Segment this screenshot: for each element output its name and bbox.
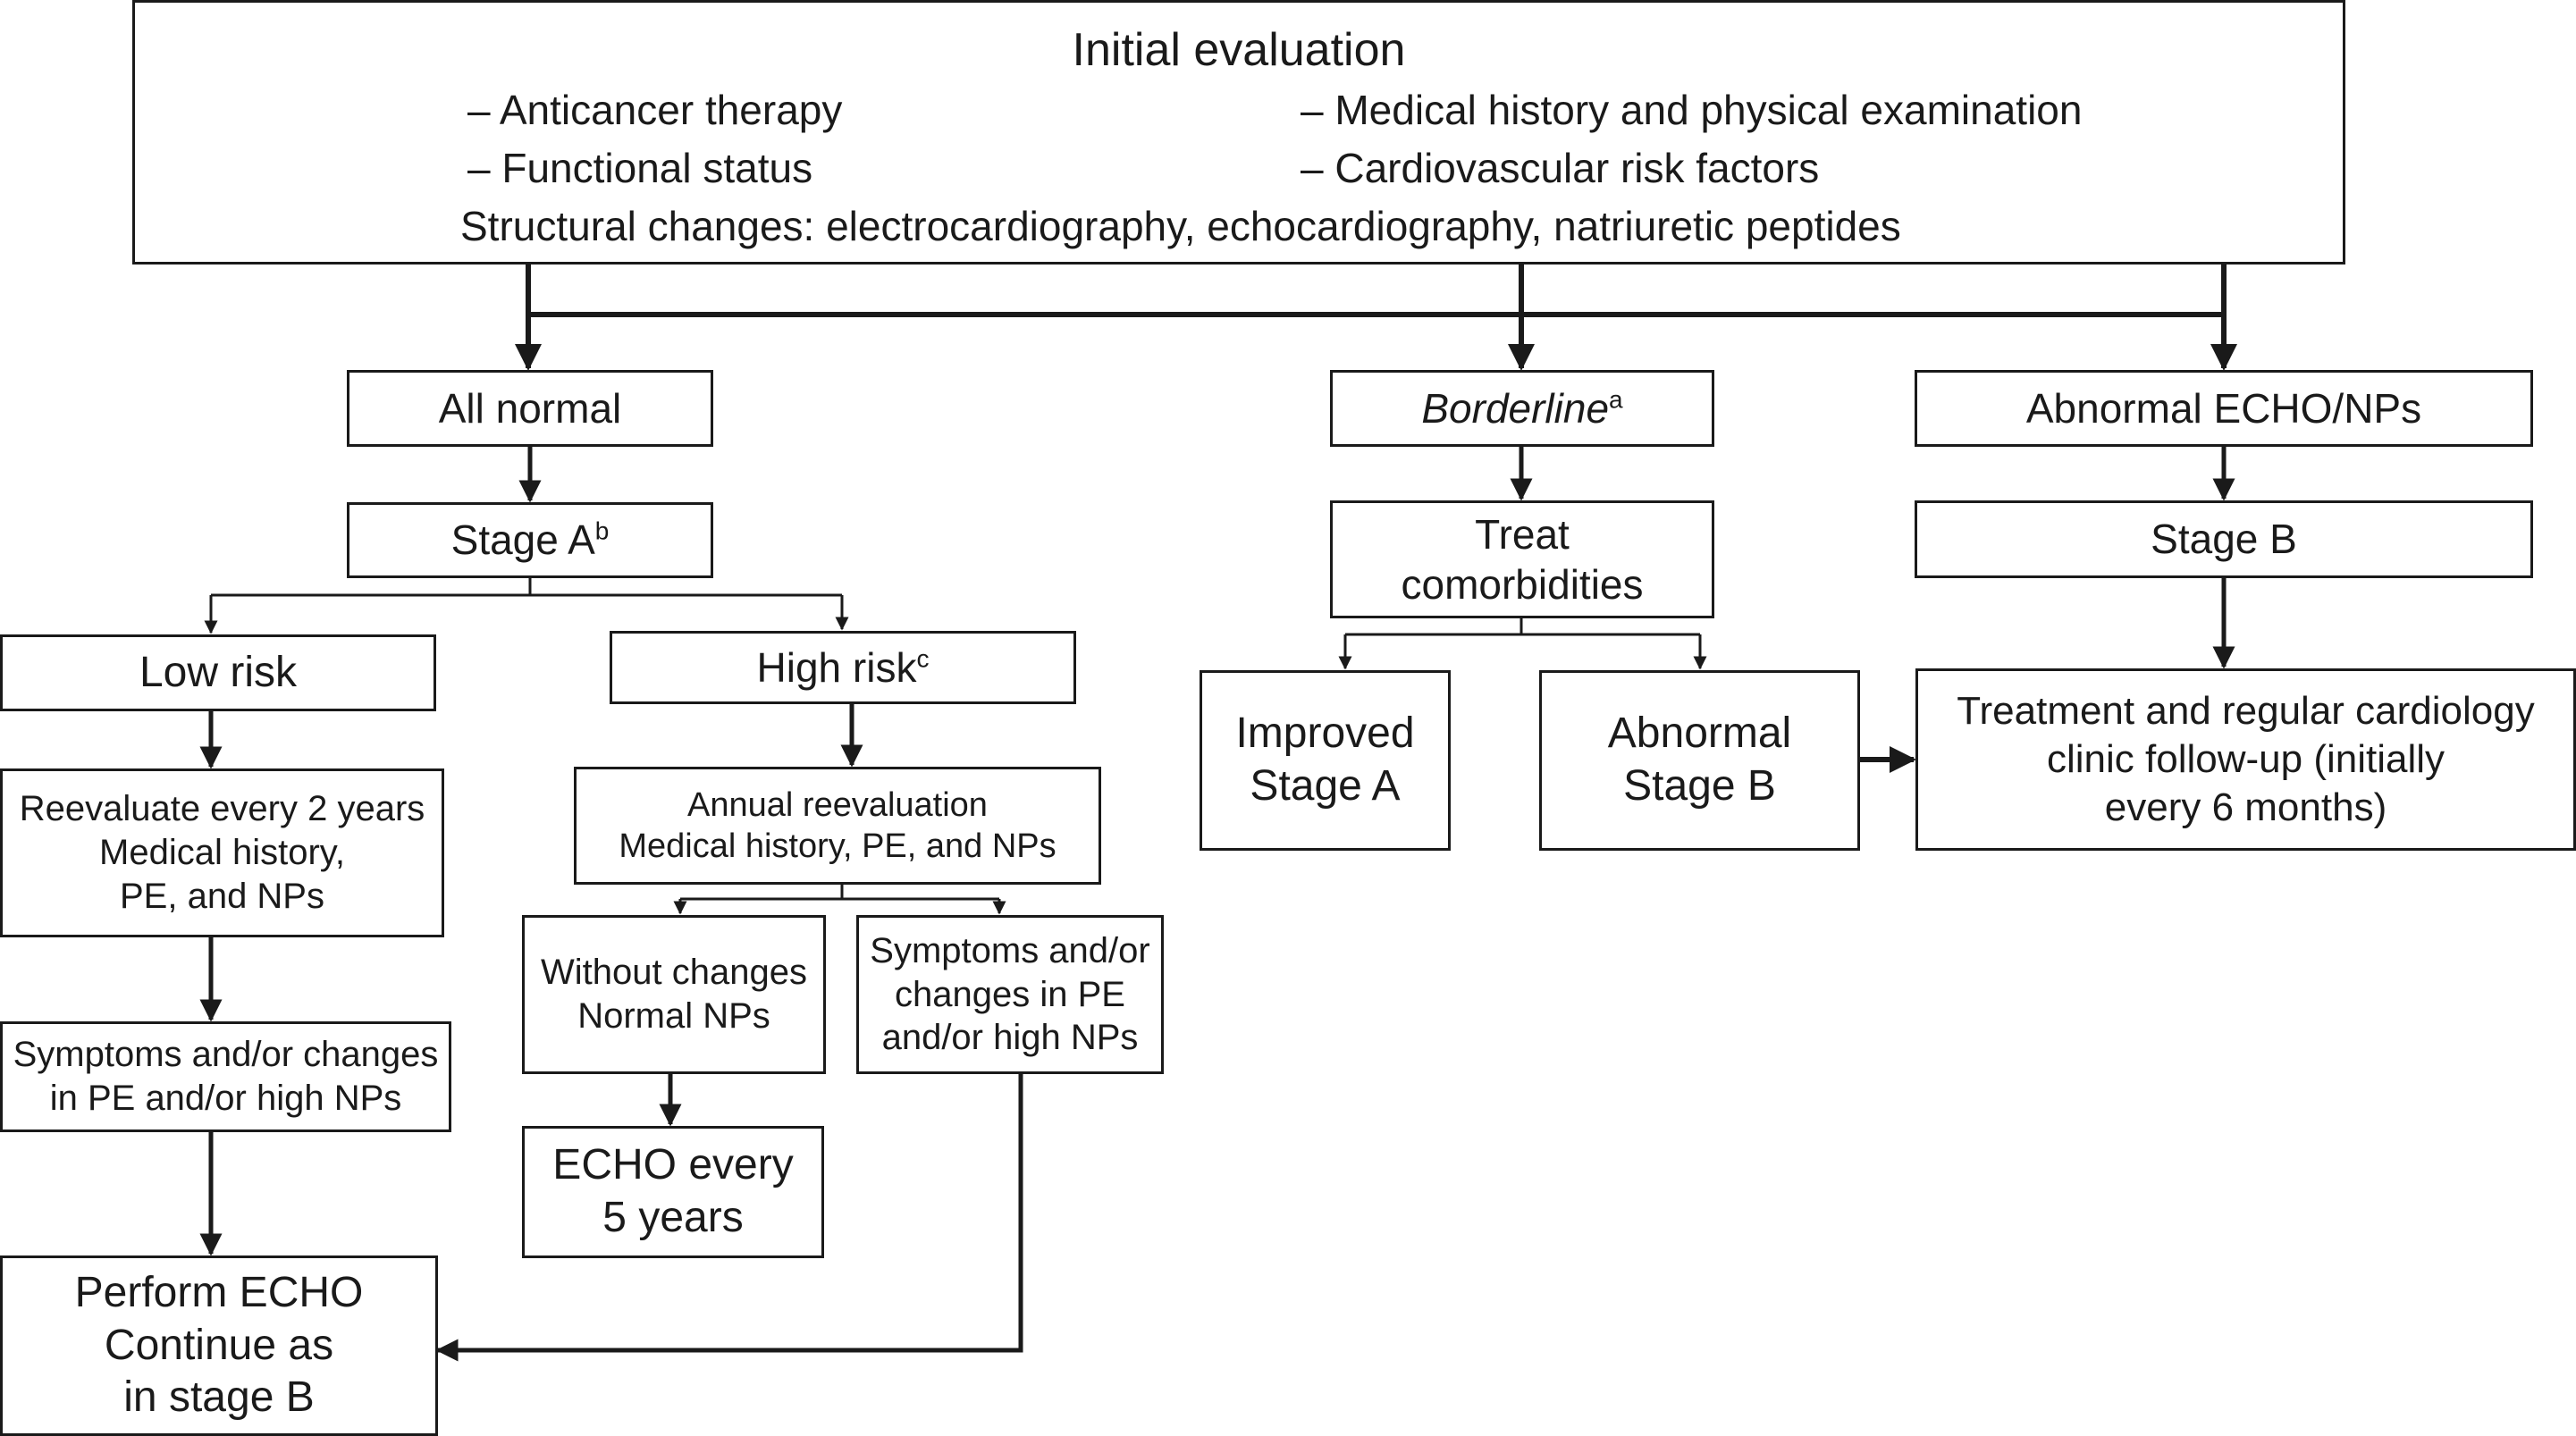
low-risk-box: Low risk <box>0 634 436 711</box>
treatment-line-2: clinic follow-up (initially <box>2046 737 2446 782</box>
perform-echo-line-2: Continue as <box>104 1321 334 1369</box>
symptoms-high-line-2: changes in PE <box>895 974 1125 1014</box>
treat-line-2: comorbidities <box>1401 561 1644 608</box>
reevaluate-box: Reevaluate every 2 years Medical history… <box>0 768 444 937</box>
borderline-box: Borderlinea <box>1330 370 1714 447</box>
treatment-line-1: Treatment and regular cardiology <box>1957 689 2535 734</box>
low-risk-label: Low risk <box>139 648 298 696</box>
improved-line-1: Improved <box>1235 710 1415 758</box>
arrow-symptoms-high-to-perform-echo <box>435 1074 1023 1362</box>
treatment-line-3: every 6 months) <box>2104 785 2387 829</box>
all-normal-box: All normal <box>347 370 713 447</box>
stage-b-label: Stage B <box>2151 516 2297 563</box>
stage-b-box: Stage B <box>1915 500 2533 578</box>
stage-a-box: Stage Ab <box>347 502 713 578</box>
improved-stage-a-box: Improved Stage A <box>1200 670 1451 851</box>
stage-a-superscript: b <box>594 517 610 546</box>
abnormal-stage-b-box: Abnormal Stage B <box>1539 670 1860 851</box>
treatment-followup-box: Treatment and regular cardiology clinic … <box>1915 668 2576 851</box>
stage-a-text: Stage Ab <box>451 515 610 565</box>
echo-5-line-1: ECHO every <box>552 1141 794 1189</box>
reevaluate-line-1: Reevaluate every 2 years <box>19 789 425 829</box>
without-changes-line-2: Normal NPs <box>577 996 770 1036</box>
annual-reevaluation-box: Annual reevaluation Medical history, PE,… <box>574 767 1101 885</box>
reevaluate-line-2: Medical history, <box>99 833 345 873</box>
high-risk-text: High riskc <box>757 642 930 693</box>
reevaluate-line-3: PE, and NPs <box>119 876 324 916</box>
borderline-superscript: a <box>1609 385 1623 414</box>
perform-echo-line-1: Perform ECHO <box>74 1269 364 1317</box>
without-changes-line-1: Without changes <box>541 953 807 993</box>
high-risk-box: High riskc <box>610 631 1076 704</box>
annual-line-2: Medical history, PE, and NPs <box>619 827 1056 865</box>
symptoms-low-line-1: Symptoms and/or changes <box>13 1035 439 1075</box>
all-normal-label: All normal <box>438 384 622 432</box>
stage-a-label: Stage A <box>450 516 595 564</box>
symptoms-low-line-2: in PE and/or high NPs <box>49 1079 402 1118</box>
high-risk-label: High risk <box>756 643 917 691</box>
initial-evaluation-box: Initial evaluation – Anticancer therapy … <box>132 0 2345 265</box>
annual-line-1: Annual reevaluation <box>687 785 988 824</box>
abnormal-b-line-1: Abnormal <box>1607 710 1792 758</box>
borderline-text: Borderlinea <box>1421 383 1622 433</box>
symptoms-high-line-3: and/or high NPs <box>881 1018 1139 1058</box>
perform-echo-line-3: in stage B <box>123 1373 315 1422</box>
high-risk-superscript: c <box>916 644 930 673</box>
symptoms-high-box: Symptoms and/or changes in PE and/or hig… <box>856 915 1164 1074</box>
cv-risk-factors-item: – Cardiovascular risk factors <box>1301 145 1820 191</box>
symptoms-low-box: Symptoms and/or changes in PE and/or hig… <box>0 1021 451 1132</box>
improved-line-2: Stage A <box>1250 762 1401 810</box>
echo-5-line-2: 5 years <box>602 1194 744 1241</box>
initial-evaluation-title: Initial evaluation <box>1072 24 1406 76</box>
abnormal-echo-nps-box: Abnormal ECHO/NPs <box>1915 370 2533 447</box>
treat-line-1: Treat <box>1475 510 1570 558</box>
echo-every-5-box: ECHO every 5 years <box>522 1126 824 1258</box>
structural-changes-line: Structural changes: electrocardiography,… <box>460 203 1901 249</box>
abnormal-echo-label: Abnormal ECHO/NPs <box>2025 384 2422 432</box>
anticancer-therapy-item: – Anticancer therapy <box>467 87 843 133</box>
medical-history-item: – Medical history and physical examinati… <box>1301 87 2083 133</box>
functional-status-item: – Functional status <box>467 145 813 191</box>
borderline-label: Borderline <box>1421 384 1610 432</box>
treat-comorbidities-box: Treat comorbidities <box>1330 500 1714 618</box>
symptoms-high-line-1: Symptoms and/or <box>870 930 1150 970</box>
perform-echo-box: Perform ECHO Continue as in stage B <box>0 1255 438 1436</box>
without-changes-box: Without changes Normal NPs <box>522 915 826 1074</box>
abnormal-b-line-2: Stage B <box>1623 762 1776 810</box>
